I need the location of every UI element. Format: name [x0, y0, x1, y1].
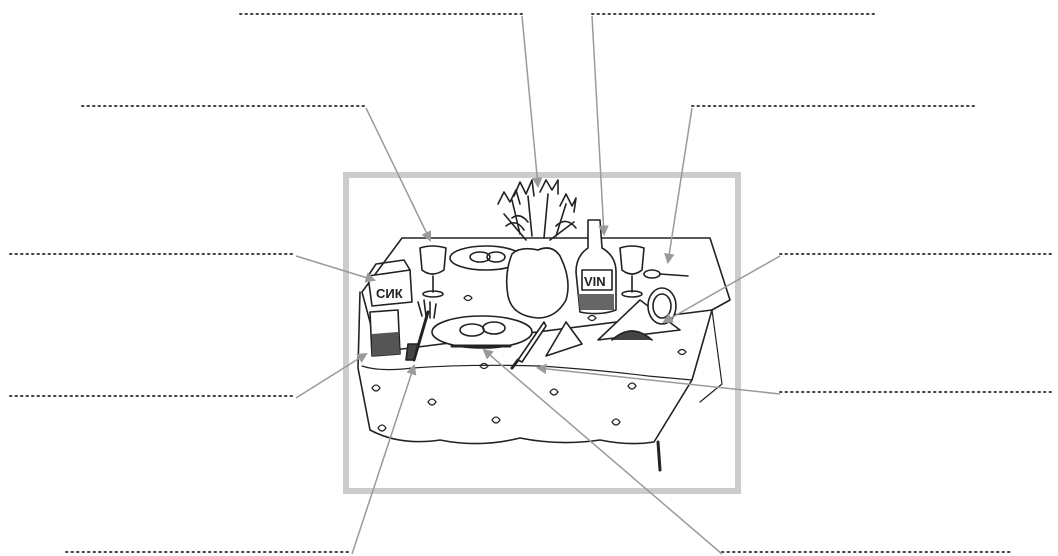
carton-label: СИК	[376, 286, 403, 301]
juice-glass-drawing	[370, 310, 400, 356]
leader-vase	[522, 16, 538, 186]
front-plate-drawing	[432, 316, 532, 348]
bottle-label: VIN	[584, 274, 606, 289]
